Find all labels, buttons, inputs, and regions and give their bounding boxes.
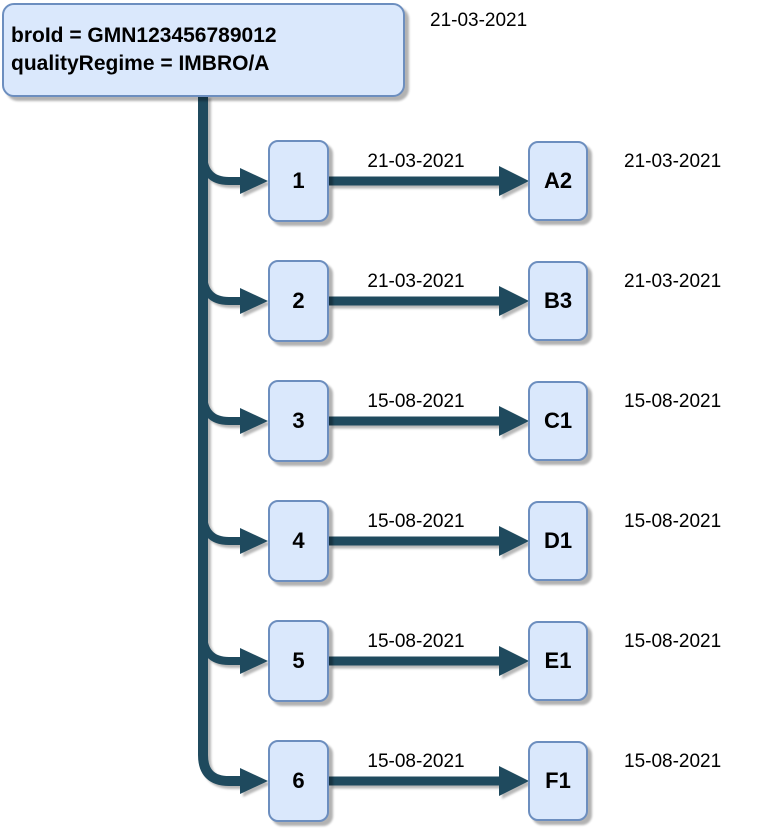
tube-node-label: F1 [545,768,571,793]
version-node-label: 1 [292,168,305,193]
root-node[interactable]: broId = GMN123456789012 qualityRegime = … [2,3,405,97]
branch-arrowhead-icon [240,768,268,794]
version-node-label: 4 [292,528,305,553]
edge-date-label: 21-03-2021 [367,271,465,292]
branch-arrowhead-icon [240,528,268,554]
root-node-quality-regime-label: qualityRegime = IMBRO/A [11,52,270,75]
edge-arrowhead-icon [499,646,529,676]
version-row-5: 5 15-08-2021 E1 15-08-2021 [0,620,762,740]
edge-arrowhead-icon [499,406,529,436]
tube-node-f1[interactable]: F1 [528,741,588,821]
tube-node-d1[interactable]: D1 [528,501,588,581]
version-node-1[interactable]: 1 [268,140,329,222]
branch-arrowhead-icon [240,168,268,194]
version-node-2[interactable]: 2 [268,260,329,342]
tube-node-b3[interactable]: B3 [528,261,588,341]
version-row-4: 4 15-08-2021 D1 15-08-2021 [0,500,762,620]
version-node-3[interactable]: 3 [268,380,329,462]
branch-arrowhead-icon [240,648,268,674]
tube-node-label: D1 [543,528,573,553]
edge-arrowhead-icon [499,166,529,196]
version-node-label: 5 [292,648,305,673]
branch-arrowhead-icon [240,408,268,434]
edge-date-label: 15-08-2021 [367,511,465,532]
target-date-label: 15-08-2021 [624,391,722,412]
version-node-5[interactable]: 5 [268,620,329,702]
edge-date-label: 15-08-2021 [367,631,465,652]
root-date-label: 21-03-2021 [430,10,528,31]
edge-arrowhead-icon [499,766,529,796]
version-node-4[interactable]: 4 [268,500,329,582]
branch-line [199,632,240,665]
version-node-6[interactable]: 6 [268,740,329,822]
version-row-1: 1 21-03-2021 A2 21-03-2021 [0,140,762,260]
branch-line [199,152,240,185]
tube-node-label: E1 [544,648,572,673]
target-date-label: 21-03-2021 [624,151,722,172]
target-date-label: 15-08-2021 [624,511,722,532]
tube-node-label: A2 [543,168,573,193]
target-date-label: 15-08-2021 [624,631,722,652]
tube-node-e1[interactable]: E1 [528,621,588,701]
edge-date-label: 15-08-2021 [367,391,465,412]
edge-date-label: 21-03-2021 [367,151,465,172]
trunk-line [198,95,240,786]
version-row-2: 2 21-03-2021 B3 21-03-2021 [0,260,762,380]
root-node-broid-label: broId = GMN123456789012 [11,24,277,47]
tube-node-a2[interactable]: A2 [528,141,588,221]
tube-node-c1[interactable]: C1 [528,381,588,461]
branch-line [199,272,240,305]
target-date-label: 15-08-2021 [624,751,722,772]
edge-arrowhead-icon [499,526,529,556]
tube-node-label: C1 [543,408,573,433]
version-node-label: 6 [292,768,305,793]
version-row-6: 6 15-08-2021 F1 15-08-2021 [0,740,762,828]
branch-line [199,392,240,425]
edge-date-label: 15-08-2021 [367,751,465,772]
branch-arrowhead-icon [240,288,268,314]
version-node-label: 3 [292,408,305,433]
edge-arrowhead-icon [499,286,529,316]
tube-node-label: B3 [543,288,573,313]
version-node-label: 2 [292,288,305,313]
branch-line [199,512,240,545]
version-row-3: 3 15-08-2021 C1 15-08-2021 [0,380,762,500]
target-date-label: 21-03-2021 [624,271,722,292]
